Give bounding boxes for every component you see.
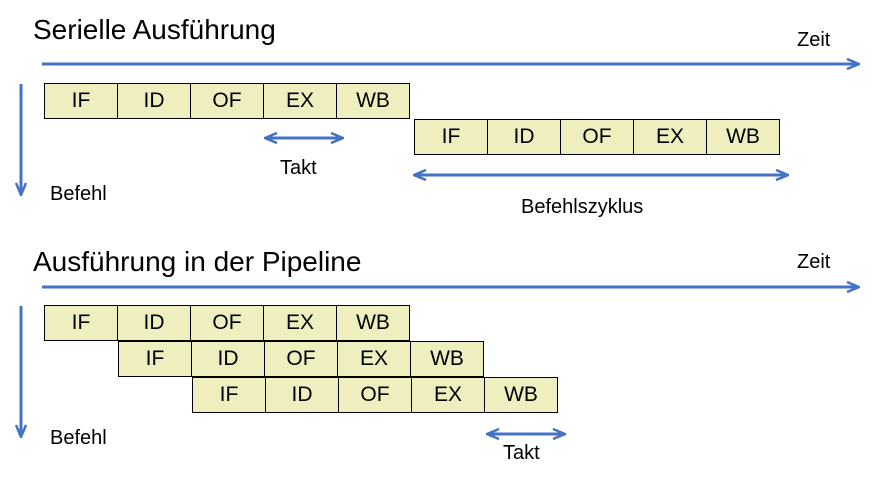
- stage-cell: IF: [192, 377, 266, 413]
- stage-cell: IF: [44, 83, 118, 119]
- stage-cell: ID: [191, 341, 265, 377]
- stage-cell: IF: [414, 119, 488, 155]
- serial-takt-label: Takt: [280, 157, 317, 179]
- stage-cell: WB: [410, 341, 484, 377]
- stage-cell: WB: [706, 119, 780, 155]
- stage-cell: EX: [263, 83, 337, 119]
- pipeline-instruction-row-1: IF ID OF EX WB: [44, 305, 410, 341]
- stage-cell: ID: [487, 119, 561, 155]
- serial-instruction-row-2: IF ID OF EX WB: [414, 119, 780, 155]
- stage-cell: OF: [560, 119, 634, 155]
- serial-instruction-row-1: IF ID OF EX WB: [44, 83, 410, 119]
- stage-cell: WB: [336, 305, 410, 341]
- stage-cell: EX: [633, 119, 707, 155]
- serial-instruction-label: Befehl: [50, 183, 107, 205]
- stage-cell: EX: [411, 377, 485, 413]
- stage-cell: OF: [190, 83, 264, 119]
- pipeline-title: Ausführung in der Pipeline: [33, 246, 362, 277]
- stage-cell: WB: [336, 83, 410, 119]
- serial-title: Serielle Ausführung: [33, 14, 276, 45]
- stage-cell: IF: [44, 305, 118, 341]
- stage-cell: EX: [263, 305, 337, 341]
- pipeline-instruction-row-3: IF ID OF EX WB: [192, 377, 558, 413]
- stage-cell: ID: [117, 305, 191, 341]
- stage-cell: OF: [190, 305, 264, 341]
- serial-time-label: Zeit: [797, 29, 831, 51]
- pipeline-instruction-row-2: IF ID OF EX WB: [118, 341, 484, 377]
- stage-cell: ID: [117, 83, 191, 119]
- stage-cell: OF: [264, 341, 338, 377]
- pipeline-instruction-label: Befehl: [50, 427, 107, 449]
- stage-cell: IF: [118, 341, 192, 377]
- pipeline-takt-label: Takt: [503, 442, 540, 464]
- stage-cell: OF: [338, 377, 412, 413]
- stage-cell: EX: [337, 341, 411, 377]
- pipeline-time-label: Zeit: [797, 251, 831, 273]
- stage-cell: WB: [484, 377, 558, 413]
- stage-cell: ID: [265, 377, 339, 413]
- serial-cycle-label: Befehlszyklus: [521, 196, 644, 218]
